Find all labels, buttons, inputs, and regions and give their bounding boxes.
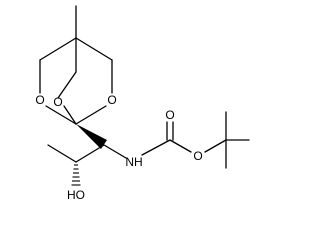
bond-bridgehead-ch2-left — [39, 37, 77, 61]
bond-nh-carbamate — [141, 139, 171, 156]
hashed-bond-carbinol-oh — [71, 164, 81, 186]
bond-carbamate-ester-o — [169, 139, 192, 153]
bond-o-left-orthocarbon — [45, 105, 77, 125]
atom-labels: O O O O O NH HO — [35, 93, 202, 202]
bond-stereocenter-nh — [103, 144, 127, 159]
bond-carbinol-methyl — [47, 144, 77, 163]
bond-stereocenter-carbinol — [75, 144, 105, 163]
carbonyl-oxygen-label: O — [165, 108, 174, 122]
bond-o-right-orthocarbon — [75, 105, 107, 125]
ester-oxygen-label: O — [193, 149, 202, 163]
orthoester-cage — [39, 5, 113, 125]
hydroxyl-label: HO — [67, 188, 85, 202]
amide-nh-label: NH — [125, 155, 142, 169]
ring-oxygen-center-label: O — [53, 95, 62, 109]
ring-oxygen-left-label: O — [35, 93, 44, 107]
bond-ester-o-tbu — [204, 139, 227, 153]
bond-bridgehead-ch2-right — [75, 37, 113, 61]
bond-ch2-o-center — [57, 71, 77, 99]
bond-o-center-orthocarbon — [63, 105, 77, 125]
wedge-bond-orthocarbon-stereocenter — [76, 124, 107, 149]
side-chain — [47, 111, 250, 186]
ring-oxygen-right-label: O — [107, 93, 116, 107]
chemical-structure: O O O O O NH HO — [35, 5, 250, 202]
